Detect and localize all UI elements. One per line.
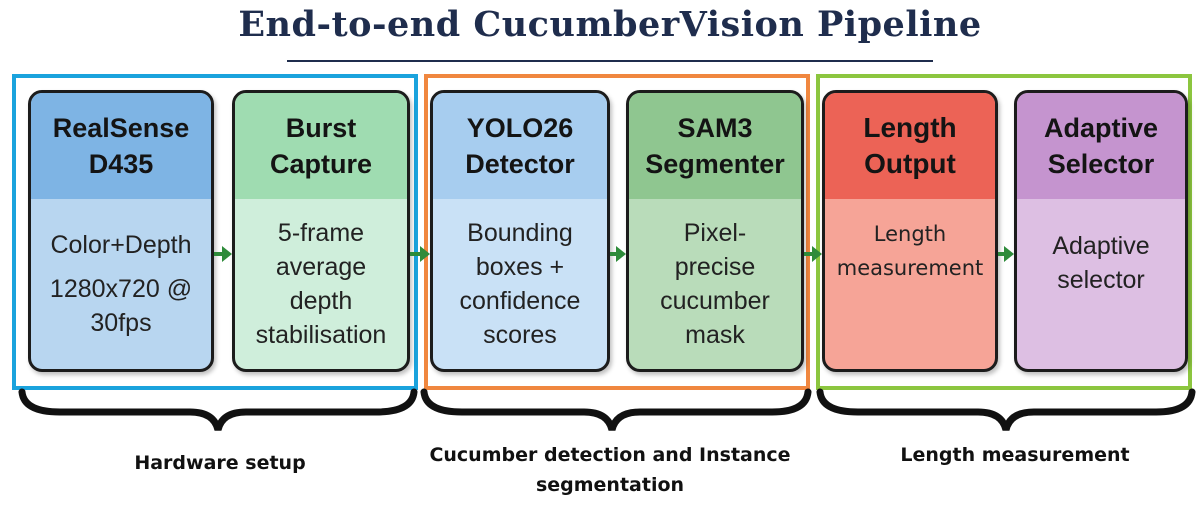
node-adaptive-desc-line: Adaptive — [1052, 232, 1150, 260]
node-length-title-line: Length — [863, 112, 957, 143]
node-yolo26-detector: YOLO26 Detector Bounding boxes + confide… — [430, 90, 610, 372]
node-length-desc-line: measurement — [836, 256, 984, 280]
node-adaptive-body: Adaptive selector — [1017, 199, 1185, 369]
node-length-header: Length Output — [825, 93, 995, 199]
node-burst-desc-line: stabilisation — [255, 321, 387, 349]
node-burst-body: 5-frame average depth stabilisation — [235, 199, 407, 369]
group-label-measurement: Length measurement — [900, 444, 1130, 466]
node-length-title-line: Output — [864, 148, 956, 179]
node-adaptive-title-line: Adaptive — [1043, 113, 1159, 143]
node-sam-header: SAM3 Segmenter — [629, 93, 801, 199]
node-length-desc-line: Length — [873, 222, 947, 246]
node-adaptive-title-line: Selector — [1047, 149, 1155, 179]
node-realsense-title-line: RealSense — [52, 113, 190, 143]
node-burst-title-line: Capture — [269, 149, 372, 179]
node-adaptive-header: Adaptive Selector — [1017, 93, 1185, 199]
node-yolo-title-line: YOLO26 — [466, 113, 574, 143]
diagram-title: End-to-end CucumberVision Pipeline — [238, 4, 982, 45]
brace-hardware — [18, 388, 418, 432]
node-sam-desc-line: mask — [685, 321, 745, 349]
node-sam-title-line: SAM3 — [677, 113, 753, 143]
group-frame-measurement — [816, 74, 1192, 390]
node-length-body: Length measurement — [825, 199, 995, 369]
node-sam-body: Pixel- precise cucumber mask — [629, 199, 801, 369]
brace-detection — [420, 388, 812, 432]
node-burst-capture: Burst Capture 5-frame average depth stab… — [232, 90, 410, 372]
node-adaptive-selector: Adaptive Selector Adaptive selector — [1014, 90, 1188, 372]
node-yolo-body: Bounding boxes + confidence scores — [433, 199, 607, 369]
node-realsense-d435: RealSense D435 Color+Depth 1280x720 @ 30… — [28, 90, 214, 372]
title-underline — [287, 60, 933, 62]
node-realsense-body: Color+Depth 1280x720 @ 30fps — [31, 199, 211, 369]
node-yolo-desc-line: Bounding — [467, 219, 573, 247]
node-burst-desc-line: 5-frame — [277, 219, 365, 247]
node-burst-desc-line: depth — [289, 287, 353, 315]
node-realsense-desc-line: Color+Depth — [50, 231, 192, 259]
node-yolo-desc-line: scores — [483, 321, 557, 349]
node-realsense-desc-line: 30fps — [90, 309, 152, 337]
node-burst-desc-line: average — [275, 253, 367, 281]
node-yolo-header: YOLO26 Detector — [433, 93, 607, 199]
node-adaptive-desc-line: selector — [1057, 266, 1145, 294]
node-realsense-desc-line: 1280x720 @ — [49, 275, 193, 303]
node-sam3-segmenter: SAM3 Segmenter Pixel- precise cucumber m… — [626, 90, 804, 372]
group-label-detection-line: segmentation — [535, 474, 685, 496]
node-realsense-title-line: D435 — [88, 149, 154, 179]
brace-measurement — [816, 388, 1196, 432]
group-label-detection: Cucumber detection and Instance segmenta… — [400, 440, 820, 500]
node-sam-desc-line: cucumber — [660, 287, 770, 315]
node-sam-desc-line: precise — [674, 253, 756, 281]
node-yolo-desc-line: confidence — [459, 287, 581, 315]
node-burst-title-line: Burst — [285, 113, 357, 143]
node-realsense-header: RealSense D435 — [31, 93, 211, 199]
group-label-detection-line: Cucumber detection and Instance — [429, 444, 791, 466]
group-label-hardware: Hardware setup — [134, 452, 306, 474]
node-length-output: Length Output Length measurement — [822, 90, 998, 372]
group-frame-detection — [424, 74, 810, 390]
node-burst-header: Burst Capture — [235, 93, 407, 199]
node-sam-desc-line: Pixel- — [683, 219, 747, 247]
node-yolo-title-line: Detector — [465, 149, 575, 179]
group-frame-hardware — [12, 74, 418, 390]
node-sam-title-line: Segmenter — [645, 149, 785, 179]
node-yolo-desc-line: boxes + — [475, 253, 565, 281]
